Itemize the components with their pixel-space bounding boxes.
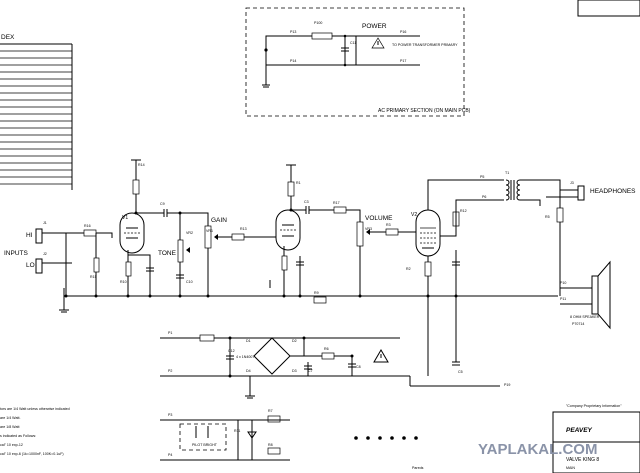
svg-text:P100: P100 xyxy=(314,21,322,25)
power-title: POWER xyxy=(362,23,387,30)
svg-text:R17: R17 xyxy=(333,201,340,205)
inputs-label: INPUTS xyxy=(4,250,29,257)
svg-text:P14: P14 xyxy=(290,59,296,63)
svg-text:PILOT BRIGHT: PILOT BRIGHT xyxy=(192,443,218,447)
headphones-label: HEADPHONES xyxy=(590,188,636,195)
svg-text:R10: R10 xyxy=(120,280,127,284)
svg-text:P2: P2 xyxy=(168,369,172,373)
svg-text:R5: R5 xyxy=(545,215,550,219)
svg-text:P17: P17 xyxy=(400,59,406,63)
brand-logo: PEAVEY xyxy=(566,427,593,434)
svg-text:D2: D2 xyxy=(292,339,297,343)
svg-text:D1: D1 xyxy=(246,339,251,343)
svg-text:4 x 1N4007: 4 x 1N4007 xyxy=(236,355,254,359)
index-heading: DEX xyxy=(1,34,15,41)
svg-text:P70714: P70714 xyxy=(572,322,584,326)
volume-label: VOLUME xyxy=(365,215,393,222)
svg-text:R8: R8 xyxy=(268,443,273,447)
svg-text:R7: R7 xyxy=(268,409,273,413)
svg-text:V1: V1 xyxy=(122,215,128,221)
main-circuit: INPUTS HI LO J1 J2 R16 R15 V1 R14 C9 xyxy=(4,159,636,330)
svg-text:P4: P4 xyxy=(168,453,172,457)
svg-text:R2: R2 xyxy=(406,267,411,271)
model-name: VALVE KING 8 xyxy=(566,457,599,463)
sheet-name: MAIN xyxy=(566,466,575,470)
svg-text:R16: R16 xyxy=(84,224,91,228)
hi-label: HI xyxy=(26,232,33,239)
svg-text:VR2: VR2 xyxy=(186,231,193,235)
svg-text:C8: C8 xyxy=(356,365,361,369)
index-table: DEX xyxy=(0,34,73,190)
svg-text:R13: R13 xyxy=(240,227,247,231)
svg-text:T1: T1 xyxy=(505,171,509,175)
svg-text:P6: P6 xyxy=(482,195,486,199)
lo-label: LO xyxy=(26,262,35,269)
svg-text:P3: P3 xyxy=(168,413,172,417)
heater-section: P3 P4 PILOT BRIGHT R11 R7 R8 xyxy=(160,409,418,461)
svg-text:cal" 10 exp-6 (1k=1000nF, 100K: cal" 10 exp-6 (1k=1000nF, 100K=0.1uF) xyxy=(0,452,64,456)
svg-text:P11: P11 xyxy=(560,297,566,301)
title-block: "Company Proprietary Information" PEAVEY… xyxy=(412,404,640,473)
svg-text:are 1/8 Watt: are 1/8 Watt xyxy=(0,425,19,429)
svg-text:C10: C10 xyxy=(186,280,193,284)
svg-text:VR3: VR3 xyxy=(365,227,372,231)
svg-text:J3: J3 xyxy=(570,181,574,185)
svg-text:R15: R15 xyxy=(90,275,97,279)
svg-text:cal" 10 exp-12: cal" 10 exp-12 xyxy=(0,443,23,447)
svg-text:R14: R14 xyxy=(138,163,145,167)
svg-text:P5: P5 xyxy=(480,175,484,179)
svg-text:P1: P1 xyxy=(168,331,172,335)
svg-text:D4: D4 xyxy=(246,369,251,373)
svg-text:D3: D3 xyxy=(292,369,297,373)
svg-text:C5: C5 xyxy=(458,370,463,374)
svg-text:P10: P10 xyxy=(560,281,566,285)
svg-text:R6: R6 xyxy=(324,347,329,351)
svg-text:R9: R9 xyxy=(314,291,319,295)
svg-text:J2: J2 xyxy=(43,252,47,256)
svg-text:V2: V2 xyxy=(411,212,417,218)
svg-text:C12: C12 xyxy=(228,349,235,353)
watermark: YAPLAKAL.COM xyxy=(478,441,597,458)
svg-text:C7: C7 xyxy=(308,369,313,373)
svg-text:P16: P16 xyxy=(400,30,406,34)
svg-text:P13: P13 xyxy=(290,30,296,34)
svg-text:s indicated as Follows:: s indicated as Follows: xyxy=(0,434,36,438)
svg-text:C9: C9 xyxy=(160,202,165,206)
gain-label: GAIN xyxy=(211,217,227,224)
tone-label: TONE xyxy=(158,250,177,257)
proprietary-note: "Company Proprietary Information" xyxy=(566,404,622,408)
svg-text:tors are 1/4 Watt unless other: tors are 1/4 Watt unless otherwise indic… xyxy=(0,407,70,411)
svg-text:are 1/4 Watt.: are 1/4 Watt. xyxy=(0,416,20,420)
corner-box xyxy=(577,0,640,17)
svg-text:TO POWER TRANSFORMER PRIMARY: TO POWER TRANSFORMER PRIMARY xyxy=(392,43,458,47)
power-supply: P1 P2 C12 D1 D2 D4 D3 4 x 1N4007 R6 C7 C… xyxy=(160,296,510,399)
svg-text:VR1: VR1 xyxy=(206,229,213,233)
svg-text:R3: R3 xyxy=(386,223,391,227)
ac-primary-section: POWER AC PRIMARY SECTION (ON MAIN PCB) P… xyxy=(245,7,471,117)
svg-text:R12: R12 xyxy=(460,209,467,213)
svg-text:C3: C3 xyxy=(304,200,309,204)
svg-text:R11: R11 xyxy=(234,429,240,433)
power-section-label: AC PRIMARY SECTION (ON MAIN PCB) xyxy=(378,108,471,114)
footer-note: Pareds xyxy=(412,466,424,470)
svg-text:C11: C11 xyxy=(350,41,356,45)
svg-text:J1: J1 xyxy=(43,221,47,225)
svg-text:8 OHM SPEAKER: 8 OHM SPEAKER xyxy=(570,315,600,319)
svg-text:P19: P19 xyxy=(504,383,510,387)
notes: tors are 1/4 Watt unless otherwise indic… xyxy=(0,407,70,456)
svg-text:R1: R1 xyxy=(296,181,301,185)
